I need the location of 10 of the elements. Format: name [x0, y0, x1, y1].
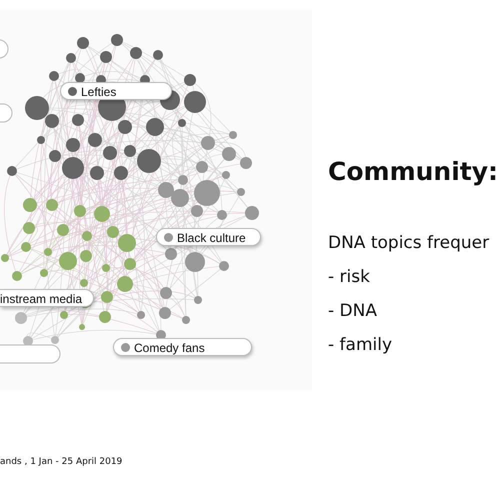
- cluster-name: instream media: [0, 292, 82, 306]
- slide-title: Community:: [328, 157, 498, 186]
- list-item: - family: [328, 335, 392, 355]
- cluster-name: Comedy fans: [134, 341, 205, 355]
- list-item: - DNA: [328, 301, 377, 321]
- list-item: - risk: [328, 267, 370, 287]
- caption: ands , 1 Jan - 25 April 2019: [0, 457, 122, 467]
- intro-text: DNA topics frequer: [328, 233, 490, 253]
- cluster-name: Black culture: [177, 231, 246, 245]
- cluster-name: Lefties: [81, 85, 116, 99]
